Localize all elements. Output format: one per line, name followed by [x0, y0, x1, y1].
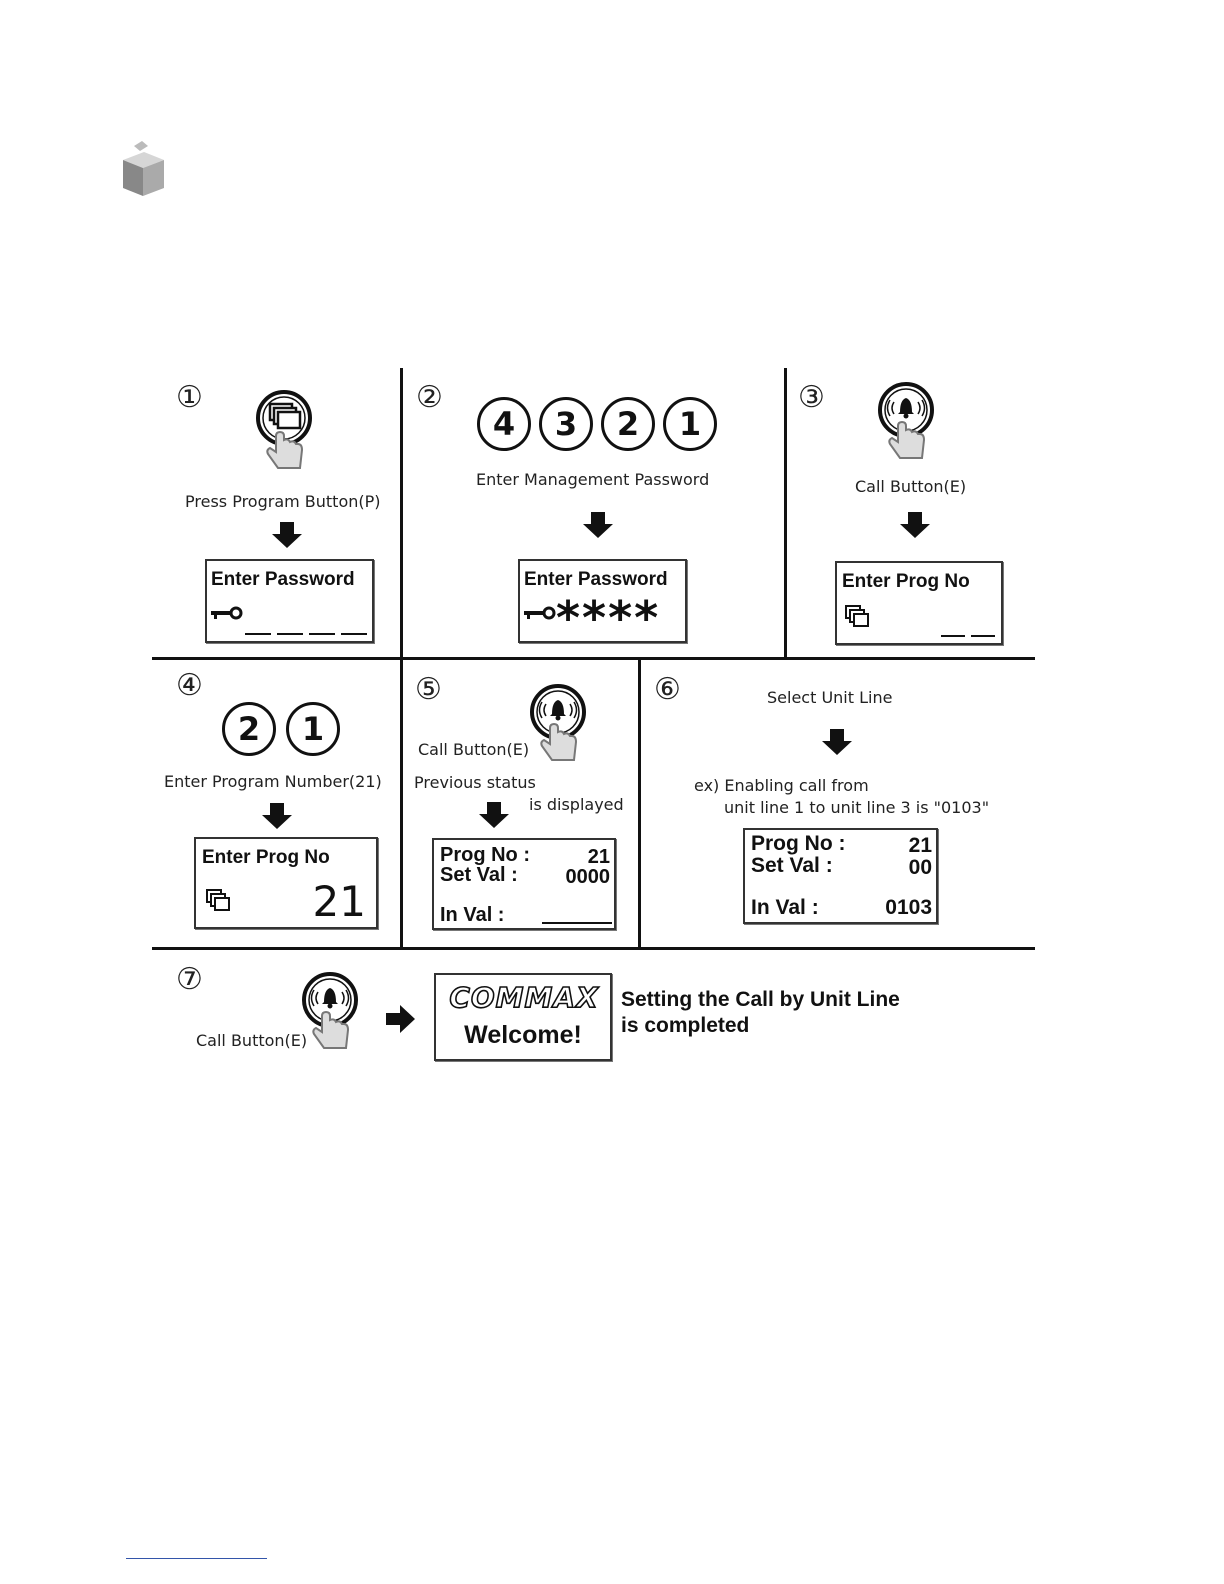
- lcd-display: Prog No : 21 Set Val : 00 In Val : 0103: [743, 828, 938, 924]
- lcd-label: Prog No :: [440, 844, 530, 866]
- step-number: ②: [416, 380, 443, 415]
- divider: [400, 368, 403, 660]
- lcd-label: Prog No :: [751, 832, 846, 855]
- step-number: ⑦: [176, 962, 203, 997]
- welcome-text: Welcome!: [464, 1021, 582, 1049]
- lcd-display: COMMAX Welcome!: [434, 973, 612, 1061]
- step-caption: Call Button(E): [855, 477, 967, 496]
- divider: [400, 657, 403, 950]
- step-caption: Press Program Button(P): [185, 492, 381, 511]
- lcd-value: 0000: [565, 866, 611, 888]
- program-button-press-icon: [256, 390, 312, 469]
- footer-rule: [126, 1558, 267, 1559]
- lcd-label: In Val :: [751, 896, 819, 919]
- digit-button: 4: [477, 397, 531, 451]
- digit-button: 2: [601, 397, 655, 451]
- lcd-display: Enter Password: [205, 559, 374, 643]
- lcd-value: 00: [908, 856, 932, 879]
- step-caption: is displayed: [529, 795, 624, 814]
- lcd-value: 0103: [885, 896, 932, 919]
- step-caption: Call Button(E): [418, 740, 530, 759]
- call-button-press-icon: [530, 684, 586, 761]
- lcd-value: 21: [587, 846, 610, 868]
- input-blank: [341, 633, 367, 635]
- digit-button: 2: [222, 702, 276, 756]
- lcd-value: 21: [312, 877, 366, 926]
- step-number: ⑥: [654, 672, 681, 707]
- step-number: ①: [176, 380, 203, 415]
- result-text: Setting the Call by Unit Line: [621, 988, 900, 1011]
- step-caption: Enter Management Password: [476, 470, 710, 489]
- result-text: is completed: [621, 1014, 750, 1037]
- key-icon: [524, 606, 556, 620]
- program-icon: [206, 889, 230, 911]
- step-number: ④: [176, 668, 203, 703]
- password-stars: ****: [556, 591, 661, 645]
- divider: [784, 368, 787, 660]
- cube-icon: [123, 141, 164, 196]
- step-number: ⑤: [415, 672, 442, 707]
- lcd-value: 21: [908, 834, 932, 857]
- key-icon: [211, 606, 243, 620]
- lcd-label: In Val :: [440, 904, 505, 926]
- digit-button: 3: [539, 397, 593, 451]
- lcd-display: Enter Password ****: [518, 559, 687, 645]
- lcd-text: Enter Prog No: [202, 847, 330, 868]
- step-caption: Call Button(E): [196, 1031, 308, 1050]
- call-button-press-icon: [302, 972, 358, 1049]
- lcd-display: Enter Prog No: [835, 561, 1003, 645]
- brand-logo: COMMAX: [449, 980, 599, 1015]
- input-blank: [542, 922, 612, 924]
- input-blank: [971, 635, 995, 637]
- step-caption: Select Unit Line: [767, 688, 893, 707]
- input-blank: [941, 635, 965, 637]
- digit-button: 1: [663, 397, 717, 451]
- divider: [638, 657, 641, 950]
- divider: [152, 947, 1035, 950]
- step-caption: Previous status: [414, 773, 536, 792]
- example-text: ex) Enabling call from: [694, 776, 869, 795]
- input-blank: [309, 633, 335, 635]
- right-arrow-icon: [386, 1005, 415, 1033]
- lcd-label: Set Val :: [751, 854, 833, 877]
- lcd-text: Enter Prog No: [842, 571, 970, 592]
- lcd-label: Set Val :: [440, 864, 518, 886]
- example-text: unit line 1 to unit line 3 is "0103": [724, 798, 990, 817]
- input-blank: [245, 633, 271, 635]
- lcd-display: Prog No : 21 Set Val : 0000 In Val :: [432, 838, 616, 930]
- lcd-text: Enter Password: [524, 569, 668, 590]
- call-button-press-icon: [878, 382, 934, 459]
- step-number: ③: [798, 380, 825, 415]
- digit-button: 1: [286, 702, 340, 756]
- lcd-text: Enter Password: [211, 569, 355, 590]
- step-caption: Enter Program Number(21): [164, 772, 382, 791]
- lcd-display: Enter Prog No 21: [194, 837, 378, 929]
- program-icon: [845, 605, 869, 627]
- divider: [152, 657, 1035, 660]
- input-blank: [277, 633, 303, 635]
